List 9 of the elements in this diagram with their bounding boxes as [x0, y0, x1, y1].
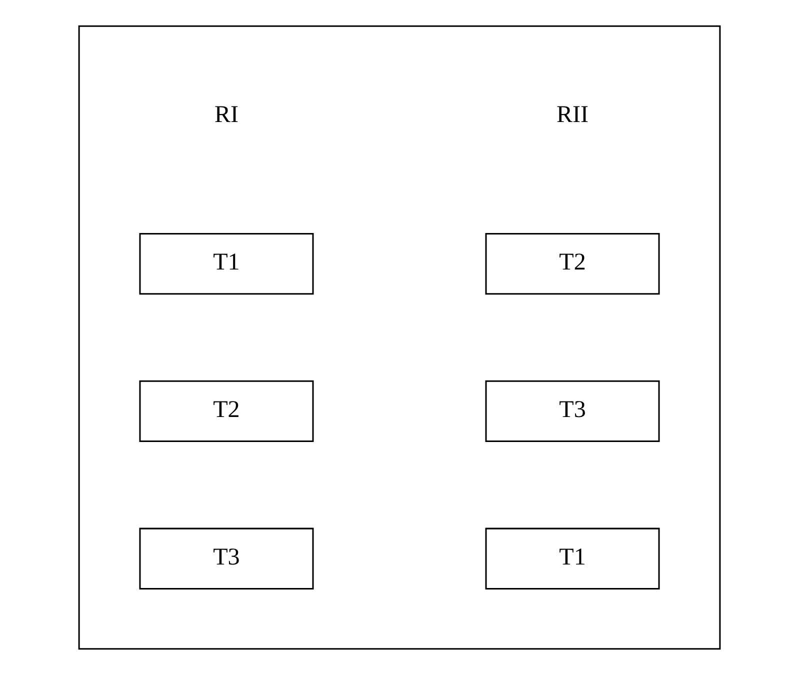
node-box: T2 [139, 380, 314, 442]
node-box: T3 [139, 528, 314, 590]
label: RI [214, 102, 239, 128]
node-box: T3 [485, 380, 660, 442]
node-box: T1 [485, 528, 660, 590]
label: RII [556, 102, 589, 128]
node-box: T1 [139, 232, 314, 295]
cluster [78, 25, 721, 650]
node-box: T2 [485, 232, 660, 295]
